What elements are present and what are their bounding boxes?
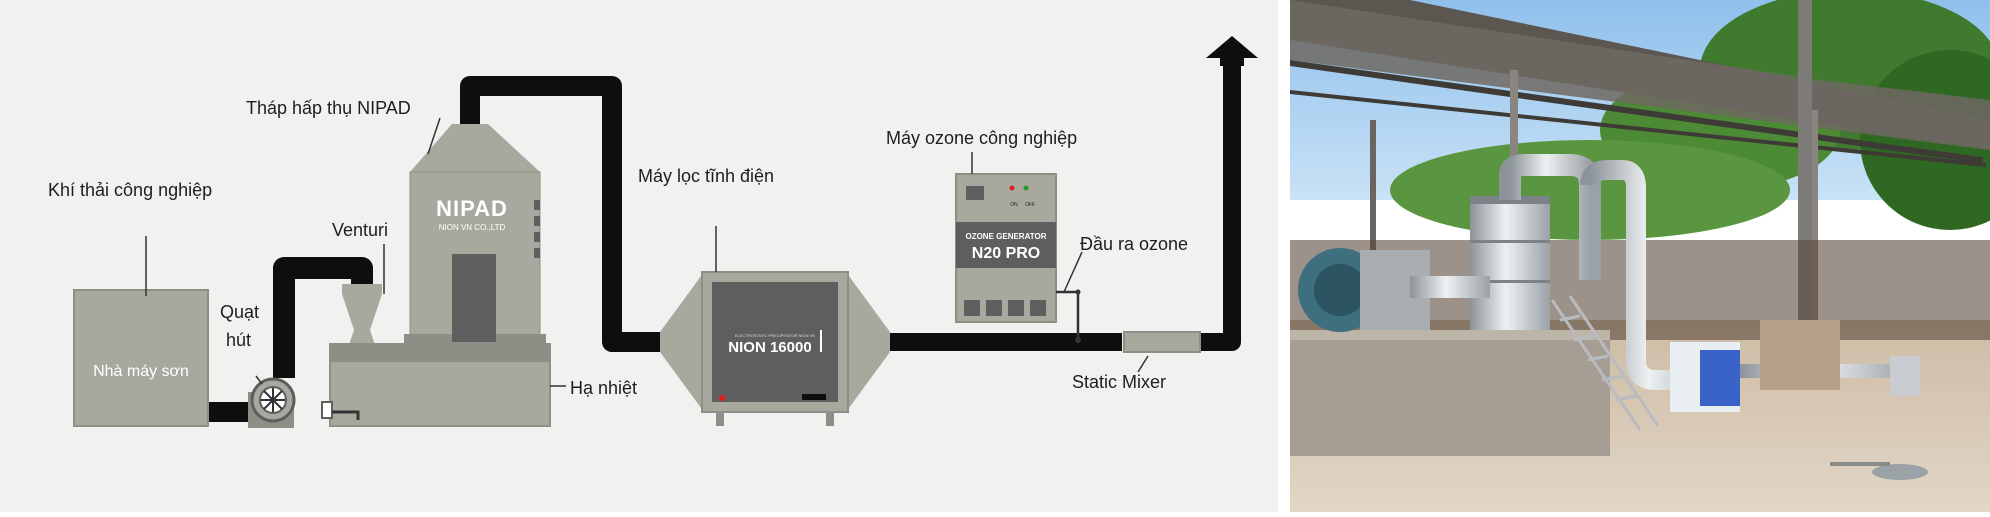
tower-brand: NIPAD [436,196,508,221]
label-ozone: Máy ozone công nghiệp [886,128,1077,148]
leader-lines [145,117,1149,387]
ozone-model: N20 PRO [972,245,1040,262]
electrostatic-precipitator: ELECTROSTATIC PRECIPITATOR NION VN NION … [660,271,890,426]
ducts [200,66,1241,422]
duct-tower-to-esp [460,76,660,352]
duct-stack [1200,66,1241,351]
ozone-off-label: OFF [1025,202,1035,208]
ozone-sub: OZONE GENERATOR [965,232,1046,241]
ozone-line [1056,289,1081,343]
label-tower: Tháp hấp thụ NIPAD [246,98,411,118]
label-fan-line1: Quạt [220,302,259,322]
exhaust-fan [248,377,296,428]
label-ozone-outlet: Đầu ra ozone [1080,234,1188,254]
static-mixer [1123,331,1201,353]
tower-company: NION VN CO.,LTD [439,223,506,232]
paint-plant: Nhà máy sơn [73,289,209,427]
esp-model: NION 16000 [728,339,811,356]
paint-plant-label: Nhà máy sơn [93,363,189,380]
process-diagram: Nhà máy sơn [0,0,1278,512]
cooling-tank [321,343,551,427]
ozone-on-label: ON [1010,202,1018,208]
label-venturi: Venturi [332,220,388,240]
concrete-plinth [1290,330,1610,456]
label-fan-line2: hút [226,330,251,350]
label-static-mixer: Static Mixer [1072,372,1166,392]
debris [1872,464,1928,480]
ladder [1550,295,1660,431]
esp-fineprint: ELECTROSTATIC PRECIPITATOR NION VN [735,333,815,338]
label-exhaust: Khí thải công nghiệp [48,180,212,200]
label-esp: Máy lọc tĩnh điện [638,166,774,186]
labels: Khí thải công nghiệp Quạt hút Venturi Th… [48,98,1188,398]
blue-unit [1670,342,1740,412]
stack-cap [1206,36,1258,66]
nipad-tower: NIPAD NION VN CO.,LTD [404,124,546,346]
label-cooling: Hạ nhiệt [570,378,637,398]
right-equipment [1740,320,1920,396]
ozone-generator: ON OFF OZONE GENERATOR N20 PRO [955,173,1057,323]
duct-fan-to-venturi [273,257,373,378]
steel-scrubber [1410,154,1720,390]
site-photo [1290,0,1990,512]
